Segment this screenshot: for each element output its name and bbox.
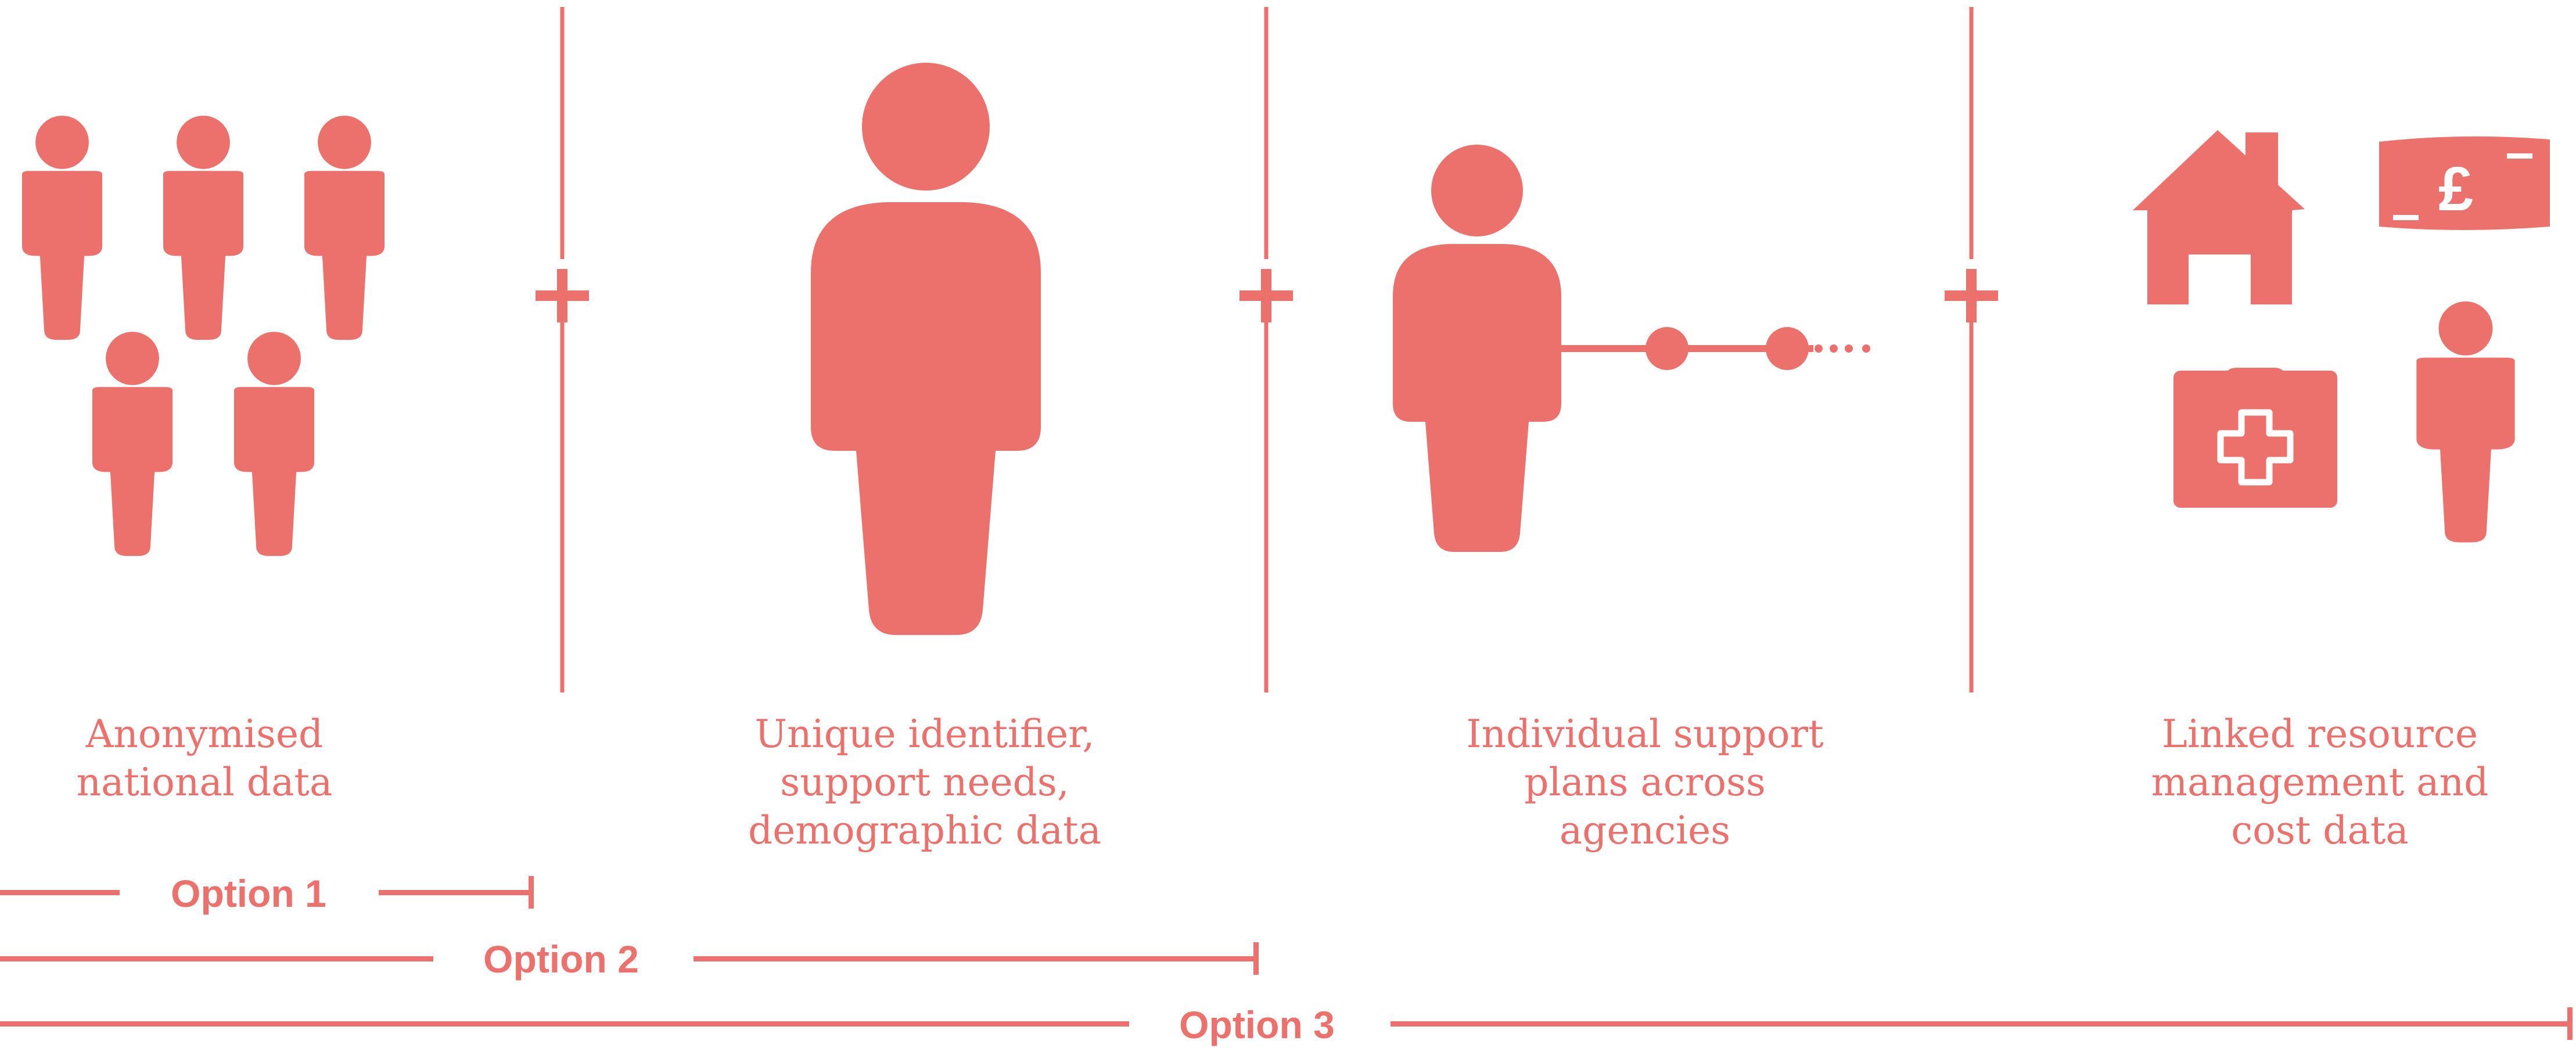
option-1-label: Option 1 (171, 872, 326, 915)
currency-symbol: £ (2438, 153, 2473, 224)
caption-line: plans across (1524, 760, 1766, 805)
caption-line: support needs, (780, 760, 1069, 805)
caption-line: Individual support (1466, 712, 1824, 756)
caption-individual-support-plans: Individual support plans across agencies (1384, 710, 1906, 855)
option-2-label: Option 2 (483, 938, 639, 981)
caption-unique-identifier: Unique identifier, support needs, demogr… (663, 710, 1186, 855)
range-end-cap (529, 876, 534, 909)
person-icon (92, 332, 173, 556)
caption-line: Anonymised (85, 712, 324, 756)
timeline-node (1646, 327, 1688, 370)
medical-kit-icon (2173, 368, 2337, 508)
caption-linked-resource-management: Linked resource management and cost data (2058, 710, 2576, 855)
banknote-icon: £ (2379, 136, 2550, 230)
plus-icon (1943, 259, 1999, 322)
person-icon (304, 116, 385, 340)
person-icon (2416, 301, 2515, 543)
range-end-cap (2567, 1007, 2573, 1040)
option-3-range (0, 1007, 2573, 1040)
caption-line: Linked resource (2161, 712, 2478, 756)
option-1-range (0, 876, 534, 909)
plus-icon (534, 259, 590, 322)
range-end-cap (1253, 942, 1259, 975)
person-icon (233, 332, 315, 556)
plus-icon (1238, 259, 1294, 322)
timeline-line (1806, 345, 1813, 352)
caption-line: management and (2151, 760, 2489, 805)
person-icon (1393, 145, 1561, 552)
caption-line: demographic data (748, 808, 1102, 853)
person-icon (811, 63, 1041, 635)
caption-line: agencies (1559, 808, 1731, 853)
timeline-node (1766, 327, 1809, 370)
person-icon (163, 116, 244, 340)
caption-anonymised-national-data: Anonymised national data (0, 710, 466, 806)
option-2-range (0, 942, 1259, 975)
person-timeline-icon (1393, 145, 1870, 552)
resources-icon: £ (2133, 130, 2550, 543)
crowd-icon (21, 116, 385, 556)
caption-line: cost data (2231, 808, 2409, 853)
house-icon (2133, 130, 2305, 304)
person-icon (21, 116, 103, 340)
option-3-label: Option 3 (1179, 1003, 1335, 1046)
caption-line: national data (76, 760, 333, 805)
caption-line: Unique identifier, (755, 712, 1095, 756)
